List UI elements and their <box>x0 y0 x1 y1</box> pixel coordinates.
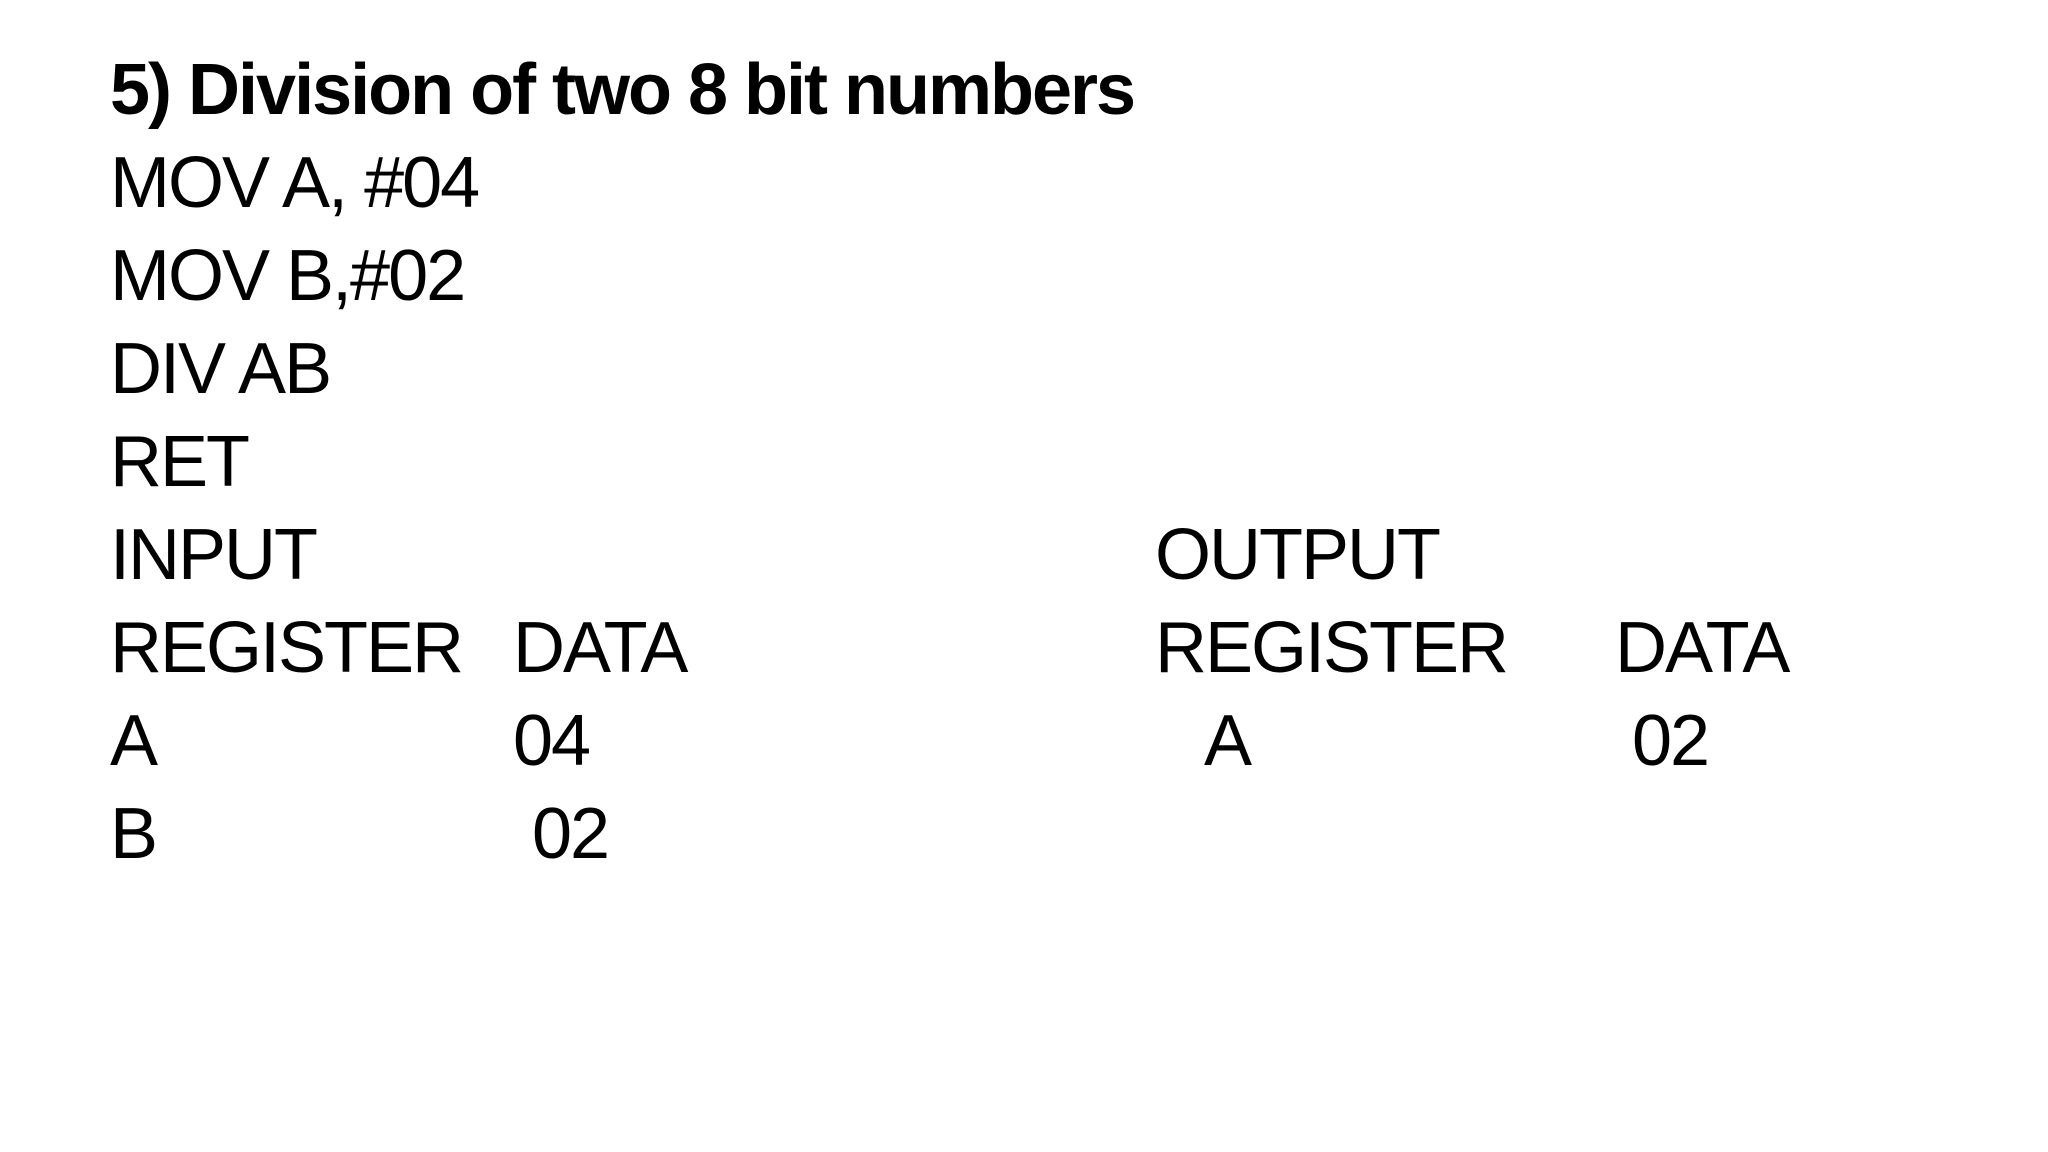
input-data-column-header: DATA <box>513 608 688 688</box>
output-row-a-data: 02 <box>1632 701 1710 781</box>
output-row-a-register: A <box>1204 701 1252 781</box>
code-line-mov-a: MOV A, #04 <box>110 143 480 223</box>
code-line: MOV B,#02 <box>0 230 2048 323</box>
table-row: A 04 A 02 <box>0 695 2048 788</box>
output-section-heading: OUTPUT <box>1155 515 1441 595</box>
table-header-row: REGISTER DATA REGISTER DATA <box>0 602 2048 695</box>
code-line: RET <box>0 416 2048 509</box>
input-row-b-register: B <box>110 794 158 874</box>
code-line-ret: RET <box>110 422 250 502</box>
section-headings-row: INPUT OUTPUT <box>0 509 2048 602</box>
slide-canvas: 5) Division of two 8 bit numbers MOV A, … <box>0 44 2048 881</box>
code-line-mov-b: MOV B,#02 <box>110 236 466 316</box>
output-register-column-header: REGISTER <box>1155 608 1509 688</box>
code-line: MOV A, #04 <box>0 137 2048 230</box>
code-line: DIV AB <box>0 323 2048 416</box>
table-row: B 02 <box>0 788 2048 881</box>
input-section-heading: INPUT <box>110 515 318 595</box>
input-register-column-header: REGISTER <box>110 608 464 688</box>
title-line: 5) Division of two 8 bit numbers <box>0 44 2048 137</box>
page-title: 5) Division of two 8 bit numbers <box>110 50 1136 130</box>
code-line-div-ab: DIV AB <box>110 329 332 409</box>
input-row-b-data: 02 <box>532 794 610 874</box>
input-row-a-register: A <box>110 701 158 781</box>
output-data-column-header: DATA <box>1615 608 1790 688</box>
input-row-a-data: 04 <box>513 701 591 781</box>
